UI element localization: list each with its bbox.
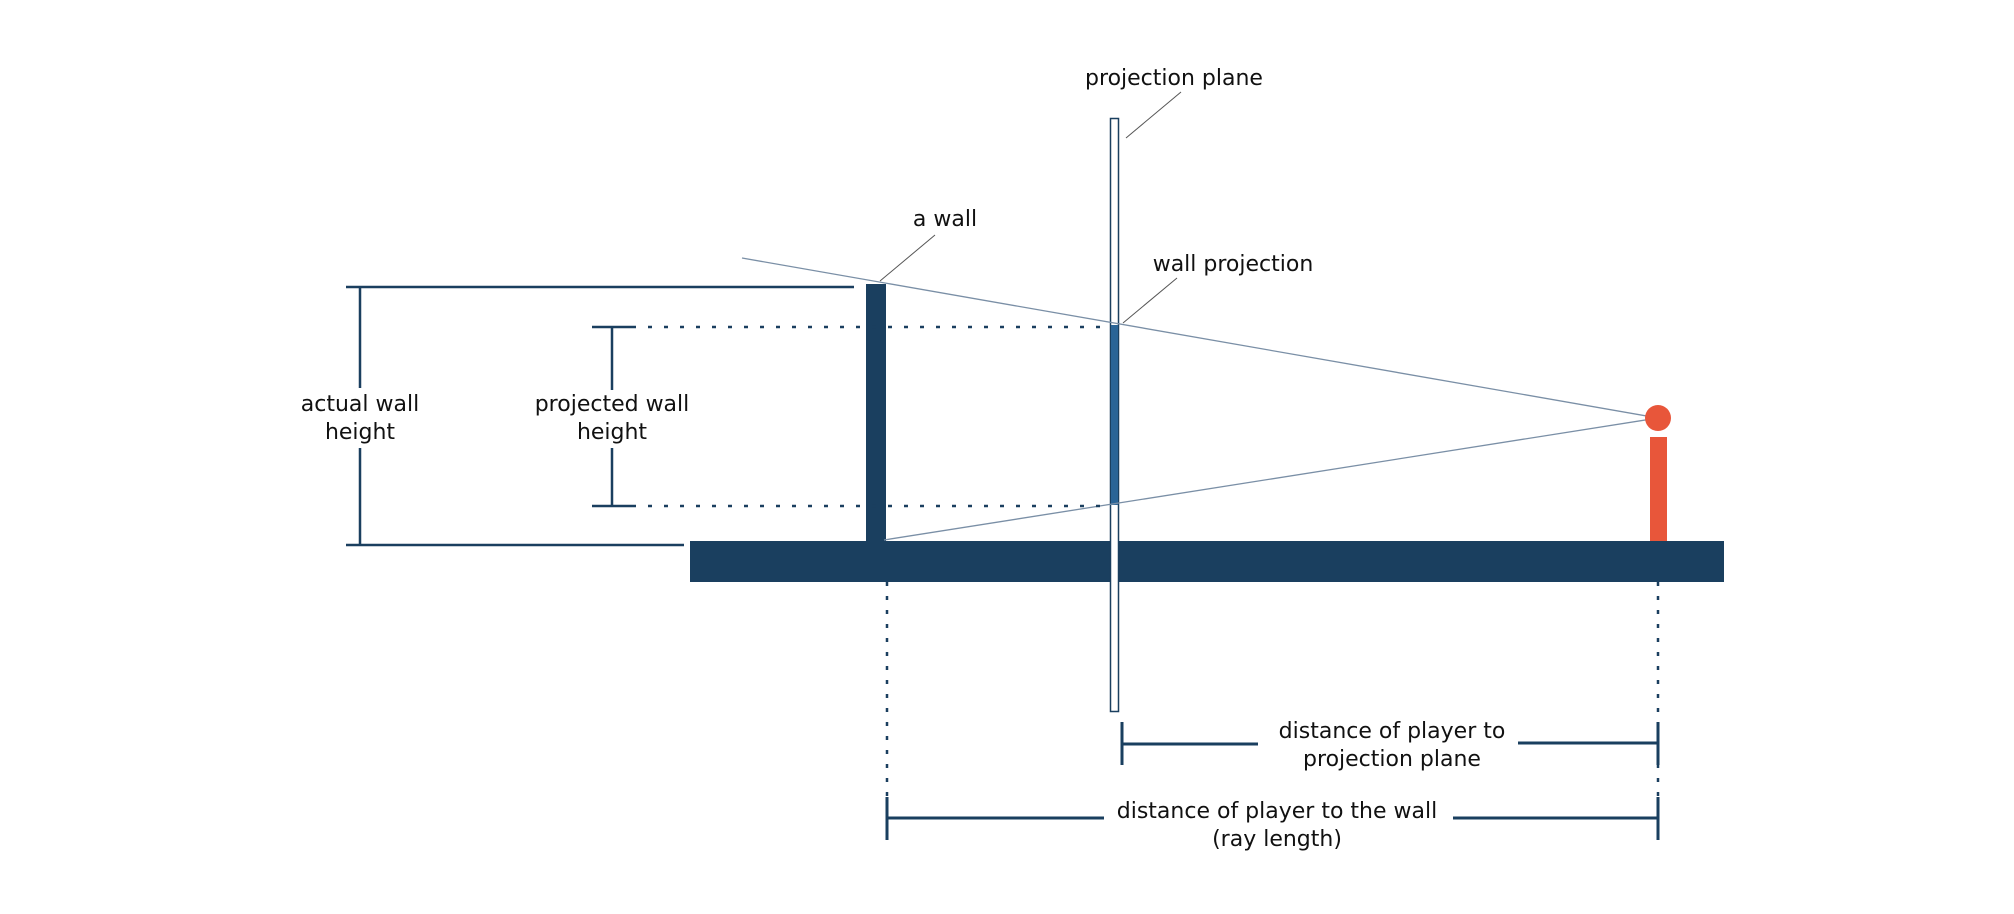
distance-to-plane-dimension bbox=[1120, 722, 1660, 765]
wall-projection-label: wall projection bbox=[1153, 252, 1314, 277]
wall-projection-leader bbox=[1122, 277, 1178, 324]
ray-bottom bbox=[883, 417, 1659, 541]
actual-wall-height-label-line2: height bbox=[325, 420, 395, 445]
distance-to-plane-label-line1: distance of player to bbox=[1279, 719, 1506, 744]
projection-plane-leader bbox=[1125, 91, 1182, 139]
projection-plane-label: projection plane bbox=[1085, 66, 1263, 91]
actual-wall-height-label-line1: actual wall bbox=[301, 392, 419, 417]
a-wall-leader bbox=[879, 234, 936, 282]
wall-projection bbox=[1111, 325, 1118, 505]
ray-top bbox=[741, 257, 1659, 419]
floor bbox=[690, 541, 1724, 582]
distance-to-plane-label-line2: projection plane bbox=[1303, 747, 1481, 772]
actual-wall-height-dimension bbox=[346, 285, 854, 547]
distance-to-wall-label-line2: (ray length) bbox=[1212, 827, 1342, 852]
projected-wall-height-dimension bbox=[592, 325, 1110, 508]
a-wall-label: a wall bbox=[913, 207, 977, 232]
projected-wall-height-label-line2: height bbox=[577, 420, 647, 445]
wall bbox=[866, 284, 886, 542]
projected-wall-height-label-line1: projected wall bbox=[535, 392, 690, 417]
player-figure-icon bbox=[1645, 405, 1671, 541]
distance-to-wall-label-line1: distance of player to the wall bbox=[1117, 799, 1437, 824]
distance-to-wall-dimension bbox=[885, 797, 1660, 840]
